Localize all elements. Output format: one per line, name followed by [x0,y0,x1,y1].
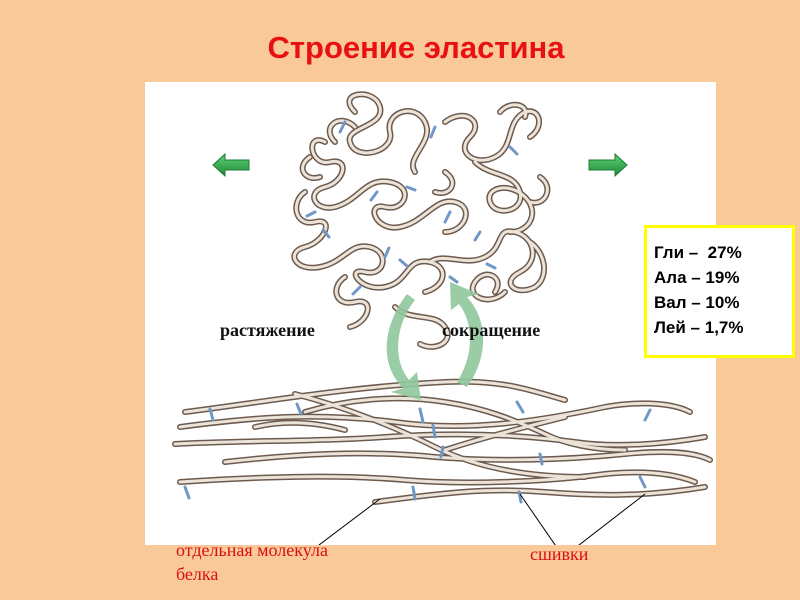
composition-item-val: Вал – 10% [654,293,740,312]
stretch-label: растяжение [220,320,315,340]
arrow-right-icon [588,152,628,178]
composition-item-gly: Гли – 27% [654,243,742,262]
arrow-left-icon [212,152,250,178]
cycle-arrow-up-icon [450,282,484,387]
molecule-label-line1: отдельная молекула [176,540,328,560]
molecule-label-line2: белка [176,564,219,584]
molecule-label: отдельная молекула белка [176,538,328,586]
slide-title: Строение эластина [267,30,565,65]
amino-acid-composition-box: Гли – 27% Ала – 19% Вал – 10% Лей – 1,7% [644,225,795,358]
label-leader-lines [318,493,646,545]
coiled-elastin-network [291,91,551,350]
cycle-arrow-down-icon [386,294,421,400]
composition-item-leu: Лей – 1,7% [654,318,744,337]
stretched-elastin-fibers [172,378,713,505]
composition-item-ala: Ала – 19% [654,268,740,287]
elastin-diagram-panel [145,82,716,545]
crosslinks-label: сшивки [530,544,589,564]
elastin-diagram [172,91,713,545]
contraction-label: сокращение [442,320,541,340]
